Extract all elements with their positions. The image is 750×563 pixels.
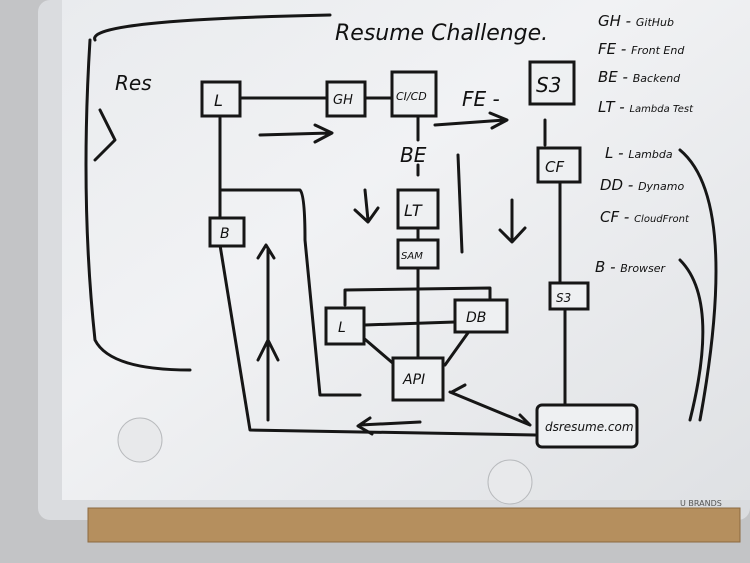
label-s3-top: S3 (536, 73, 561, 97)
label-domain: dsresume.com (545, 420, 634, 434)
svg-text:GH - GitHub: GH - GitHub (598, 12, 674, 30)
side-note: Res (115, 71, 152, 95)
label-s3-bottom: S3 (556, 291, 571, 305)
svg-text:BE - Backend: BE - Backend (598, 68, 681, 86)
label-cf: CF (545, 158, 564, 176)
label-lt: LT (404, 201, 423, 220)
label-cicd: CI/CD (396, 90, 427, 103)
node-lambda-test (396, 188, 440, 230)
brand-label: U BRANDS (680, 499, 722, 508)
node-s3-bottom (548, 281, 590, 311)
svg-text:DD - Dynamo: DD - Dynamo (600, 176, 684, 194)
node-lambda-top (200, 80, 242, 118)
label-be: BE (400, 143, 427, 167)
label-gh: GH (333, 93, 353, 108)
label-db: DB (466, 310, 486, 326)
magnet (487, 459, 533, 505)
diagram-title: Resume Challenge. (335, 21, 548, 46)
magnet (117, 417, 163, 463)
svg-text:FE - Front End: FE - Front End (598, 40, 685, 58)
label-fe: FE - (462, 87, 500, 111)
cork-strip (88, 508, 740, 542)
label-l-top: L (214, 91, 223, 110)
node-cloudfront (536, 146, 582, 184)
node-dynamodb (453, 298, 509, 334)
svg-text:L - Lambda: L - Lambda (605, 144, 673, 162)
label-b: B (220, 226, 230, 242)
node-s3-top (528, 60, 576, 106)
node-browser (208, 216, 246, 248)
svg-text:B - Browser: B - Browser (595, 258, 667, 276)
node-lambda-mid (324, 306, 366, 346)
label-l-mid: L (338, 320, 346, 336)
node-domain (535, 403, 639, 449)
label-sam: SAM (401, 251, 423, 262)
node-cicd (390, 70, 438, 118)
label-api: API (402, 372, 425, 388)
node-api (391, 356, 445, 402)
node-github (325, 80, 367, 118)
node-sam (396, 238, 440, 270)
